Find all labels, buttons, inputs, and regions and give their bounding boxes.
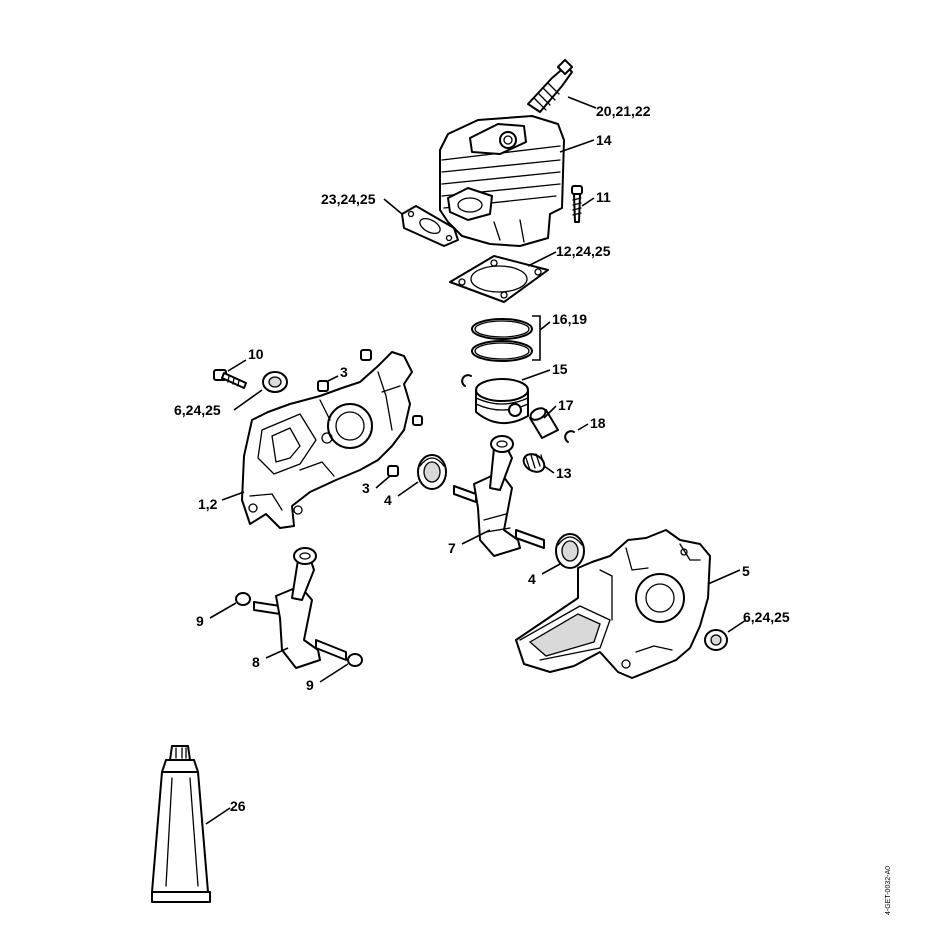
document-reference: 4-GET-0032-A0 [885, 866, 892, 915]
callout-7[interactable]: 7 [448, 540, 456, 556]
piston-rings[interactable] [471, 318, 533, 362]
callout-3-top[interactable]: 3 [340, 364, 348, 380]
callout-23-24-25[interactable]: 23,24,25 [321, 191, 376, 207]
cylinder-screw[interactable] [571, 185, 583, 223]
callout-5[interactable]: 5 [742, 563, 750, 579]
callout-13[interactable]: 13 [556, 465, 572, 481]
callout-4-right[interactable]: 4 [528, 571, 536, 587]
callout-18[interactable]: 18 [590, 415, 606, 431]
oil-seal-left[interactable] [262, 371, 288, 393]
piston[interactable] [475, 378, 529, 424]
sealant-tube[interactable] [151, 745, 211, 903]
crankshaft-assembly[interactable] [453, 435, 545, 557]
callout-17[interactable]: 17 [558, 397, 574, 413]
needle-cage[interactable] [520, 451, 547, 476]
intake-gasket[interactable] [401, 205, 459, 247]
circlip-18[interactable] [564, 430, 575, 443]
callout-15[interactable]: 15 [552, 361, 568, 377]
callout-10[interactable]: 10 [248, 346, 264, 362]
callout-9-bottom[interactable]: 9 [306, 677, 314, 693]
cylinder[interactable] [439, 115, 565, 247]
leader-lines [205, 96, 747, 825]
callout-12-24-25[interactable]: 12,24,25 [556, 243, 611, 259]
crankshaft-8[interactable] [253, 547, 347, 669]
spark-plug[interactable] [527, 58, 574, 113]
crankcase-left-half[interactable] [241, 351, 413, 529]
ball-bearing-right[interactable] [555, 533, 585, 569]
callout-9-top[interactable]: 9 [196, 613, 204, 629]
callout-11[interactable]: 11 [596, 189, 611, 205]
crankcase-right-half[interactable] [515, 529, 711, 679]
callout-labels: 20,21,22 14 11 23,24,25 12,24,25 16,19 1… [174, 103, 790, 814]
piston-circlip-left[interactable] [461, 374, 472, 387]
callout-26[interactable]: 26 [230, 798, 246, 814]
callout-20-21-22[interactable]: 20,21,22 [596, 103, 651, 119]
o-ring-9-bottom[interactable] [347, 653, 363, 667]
callout-16-19[interactable]: 16,19 [552, 311, 587, 327]
ball-bearing-left[interactable] [417, 454, 447, 490]
cylinder-base-gasket[interactable] [449, 255, 549, 303]
o-ring-9-top[interactable] [235, 592, 251, 606]
callout-6-24-25-right[interactable]: 6,24,25 [743, 609, 790, 625]
callout-1-2[interactable]: 1,2 [198, 496, 218, 512]
piston-pin[interactable] [529, 406, 559, 439]
dowel-pins[interactable] [317, 349, 423, 477]
callout-6-24-25-left[interactable]: 6,24,25 [174, 402, 221, 418]
callout-4-left[interactable]: 4 [384, 492, 392, 508]
callout-3-bottom[interactable]: 3 [362, 480, 370, 496]
callout-14[interactable]: 14 [596, 132, 612, 148]
callout-8[interactable]: 8 [252, 654, 260, 670]
crankcase-screw[interactable] [213, 369, 247, 389]
oil-seal-right[interactable] [704, 629, 728, 651]
